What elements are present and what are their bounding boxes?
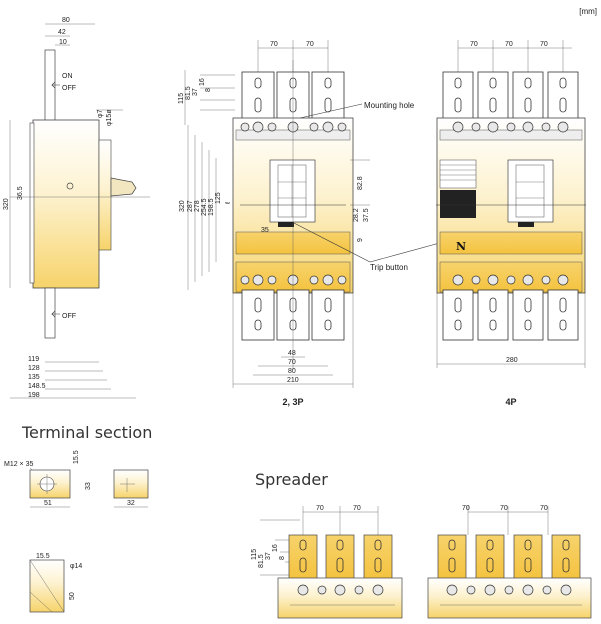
- caption-3p: 2, 3P: [282, 397, 303, 407]
- side-dim-phi15: φ15ø: [106, 109, 113, 126]
- side-dim-36-5: 36.5: [17, 186, 24, 200]
- neutral-label: N: [456, 240, 466, 253]
- caption-4p: 4P: [505, 397, 516, 407]
- side-dim-phi7: φ7: [97, 109, 104, 118]
- 3p-dim-80: 80: [288, 368, 296, 375]
- ts-dim-15-5b: 15.5: [36, 553, 50, 560]
- spreader-title: Spreader: [255, 470, 328, 489]
- 3p-dim-9: 9: [357, 238, 364, 242]
- 3p-dim-254-5: 254.5: [201, 198, 208, 216]
- sp-dim-16: 16: [272, 544, 279, 552]
- side-dim-80: 80: [62, 17, 70, 24]
- 3p-dim-70: 70: [288, 359, 296, 366]
- side-arrow-off: OFF: [62, 313, 76, 320]
- ts-dim-phi14: φ14: [70, 563, 82, 570]
- 3p-dim-198-5: 198.5: [208, 198, 215, 216]
- ts-dim-33: 33: [85, 482, 92, 490]
- 3p-dim-35: 35: [261, 227, 269, 234]
- side-dim-198: 198: [28, 392, 40, 399]
- side-dim-135: 135: [28, 374, 40, 381]
- 4p-top-dim-3: 70: [540, 41, 548, 48]
- ts-dim-50: 50: [69, 592, 76, 600]
- sp3-top-dim-1: 70: [316, 505, 324, 512]
- 3p-dim-16: 16: [199, 78, 206, 86]
- 3p-top-dim-1: 70: [270, 41, 278, 48]
- front-view-3p: 70 70 115 81.5 37 16 8 320 287 278 254.5…: [178, 40, 459, 407]
- side-view: 80 42 10 ON OFF φ7 φ15ø 320 36.5 OFF 119: [3, 17, 150, 399]
- terminal-section-title: Terminal section: [21, 423, 152, 442]
- sp3-top-dim-2: 70: [353, 505, 361, 512]
- 3p-dim-37: 37: [192, 88, 199, 96]
- 4p-top-dim-1: 70: [470, 41, 478, 48]
- sp4-top-dim-1: 70: [462, 505, 470, 512]
- 3p-dim-28-2: 28.2: [353, 208, 360, 222]
- ts-dim-15-5: 15.5: [73, 450, 80, 464]
- sp-dim-115: 115: [251, 549, 258, 560]
- side-dim-148-5: 148.5: [28, 383, 46, 390]
- mounting-hole-callout: Mounting hole: [364, 101, 415, 110]
- sp4-top-dim-2: 70: [500, 505, 508, 512]
- side-dim-128: 128: [28, 365, 40, 372]
- 3p-dim-48: 48: [288, 350, 296, 357]
- ts-dim-32: 32: [127, 500, 135, 507]
- ts-dim-51: 51: [44, 500, 52, 507]
- sp-dim-8: 8: [279, 556, 286, 560]
- spreader-section: Spreader 70 70 115 81.5 37 16 8: [251, 470, 592, 619]
- trip-button-callout: Trip button: [370, 263, 408, 272]
- side-dim-320: 320: [3, 198, 10, 210]
- 3p-dim-82-8: 82.8: [357, 176, 364, 190]
- side-dim-119: 119: [28, 356, 39, 363]
- 3p-dim-320: 320: [179, 200, 186, 212]
- 3p-dim-125: 125: [215, 192, 222, 204]
- 3p-dim-81-5: 81.5: [185, 86, 192, 100]
- 3p-center-mark: ℓ: [225, 201, 232, 205]
- side-dim-42: 42: [58, 29, 66, 36]
- 4p-top-dim-2: 70: [505, 41, 513, 48]
- terminal-bolt-label: M12 × 35: [4, 461, 33, 468]
- 4p-bottom-terminals: [442, 289, 579, 341]
- sp-dim-37: 37: [265, 552, 272, 560]
- sp-dim-81-5: 81.5: [258, 554, 265, 568]
- 3p-dim-287: 287: [187, 200, 194, 212]
- 3p-dim-278: 278: [194, 200, 201, 212]
- side-dim-10: 10: [59, 39, 67, 46]
- 3p-dim-115: 115: [178, 93, 185, 104]
- 4p-dim-280: 280: [506, 357, 518, 364]
- 3p-dim-37-5: 37.5: [363, 208, 370, 222]
- terminal-section: Terminal section M12 × 35 15.5 33 51 32 …: [4, 423, 152, 613]
- 3p-dim-8: 8: [205, 88, 212, 92]
- sp4-top-dim-3: 70: [540, 505, 548, 512]
- side-arrow-on: ON: [62, 73, 73, 80]
- unit-label: [mm]: [579, 7, 597, 16]
- side-arrow-off-top: OFF: [62, 85, 76, 92]
- 3p-top-dim-2: 70: [306, 41, 314, 48]
- 3p-dim-210: 210: [287, 377, 299, 384]
- front-view-4p: 70 70 70: [436, 40, 586, 407]
